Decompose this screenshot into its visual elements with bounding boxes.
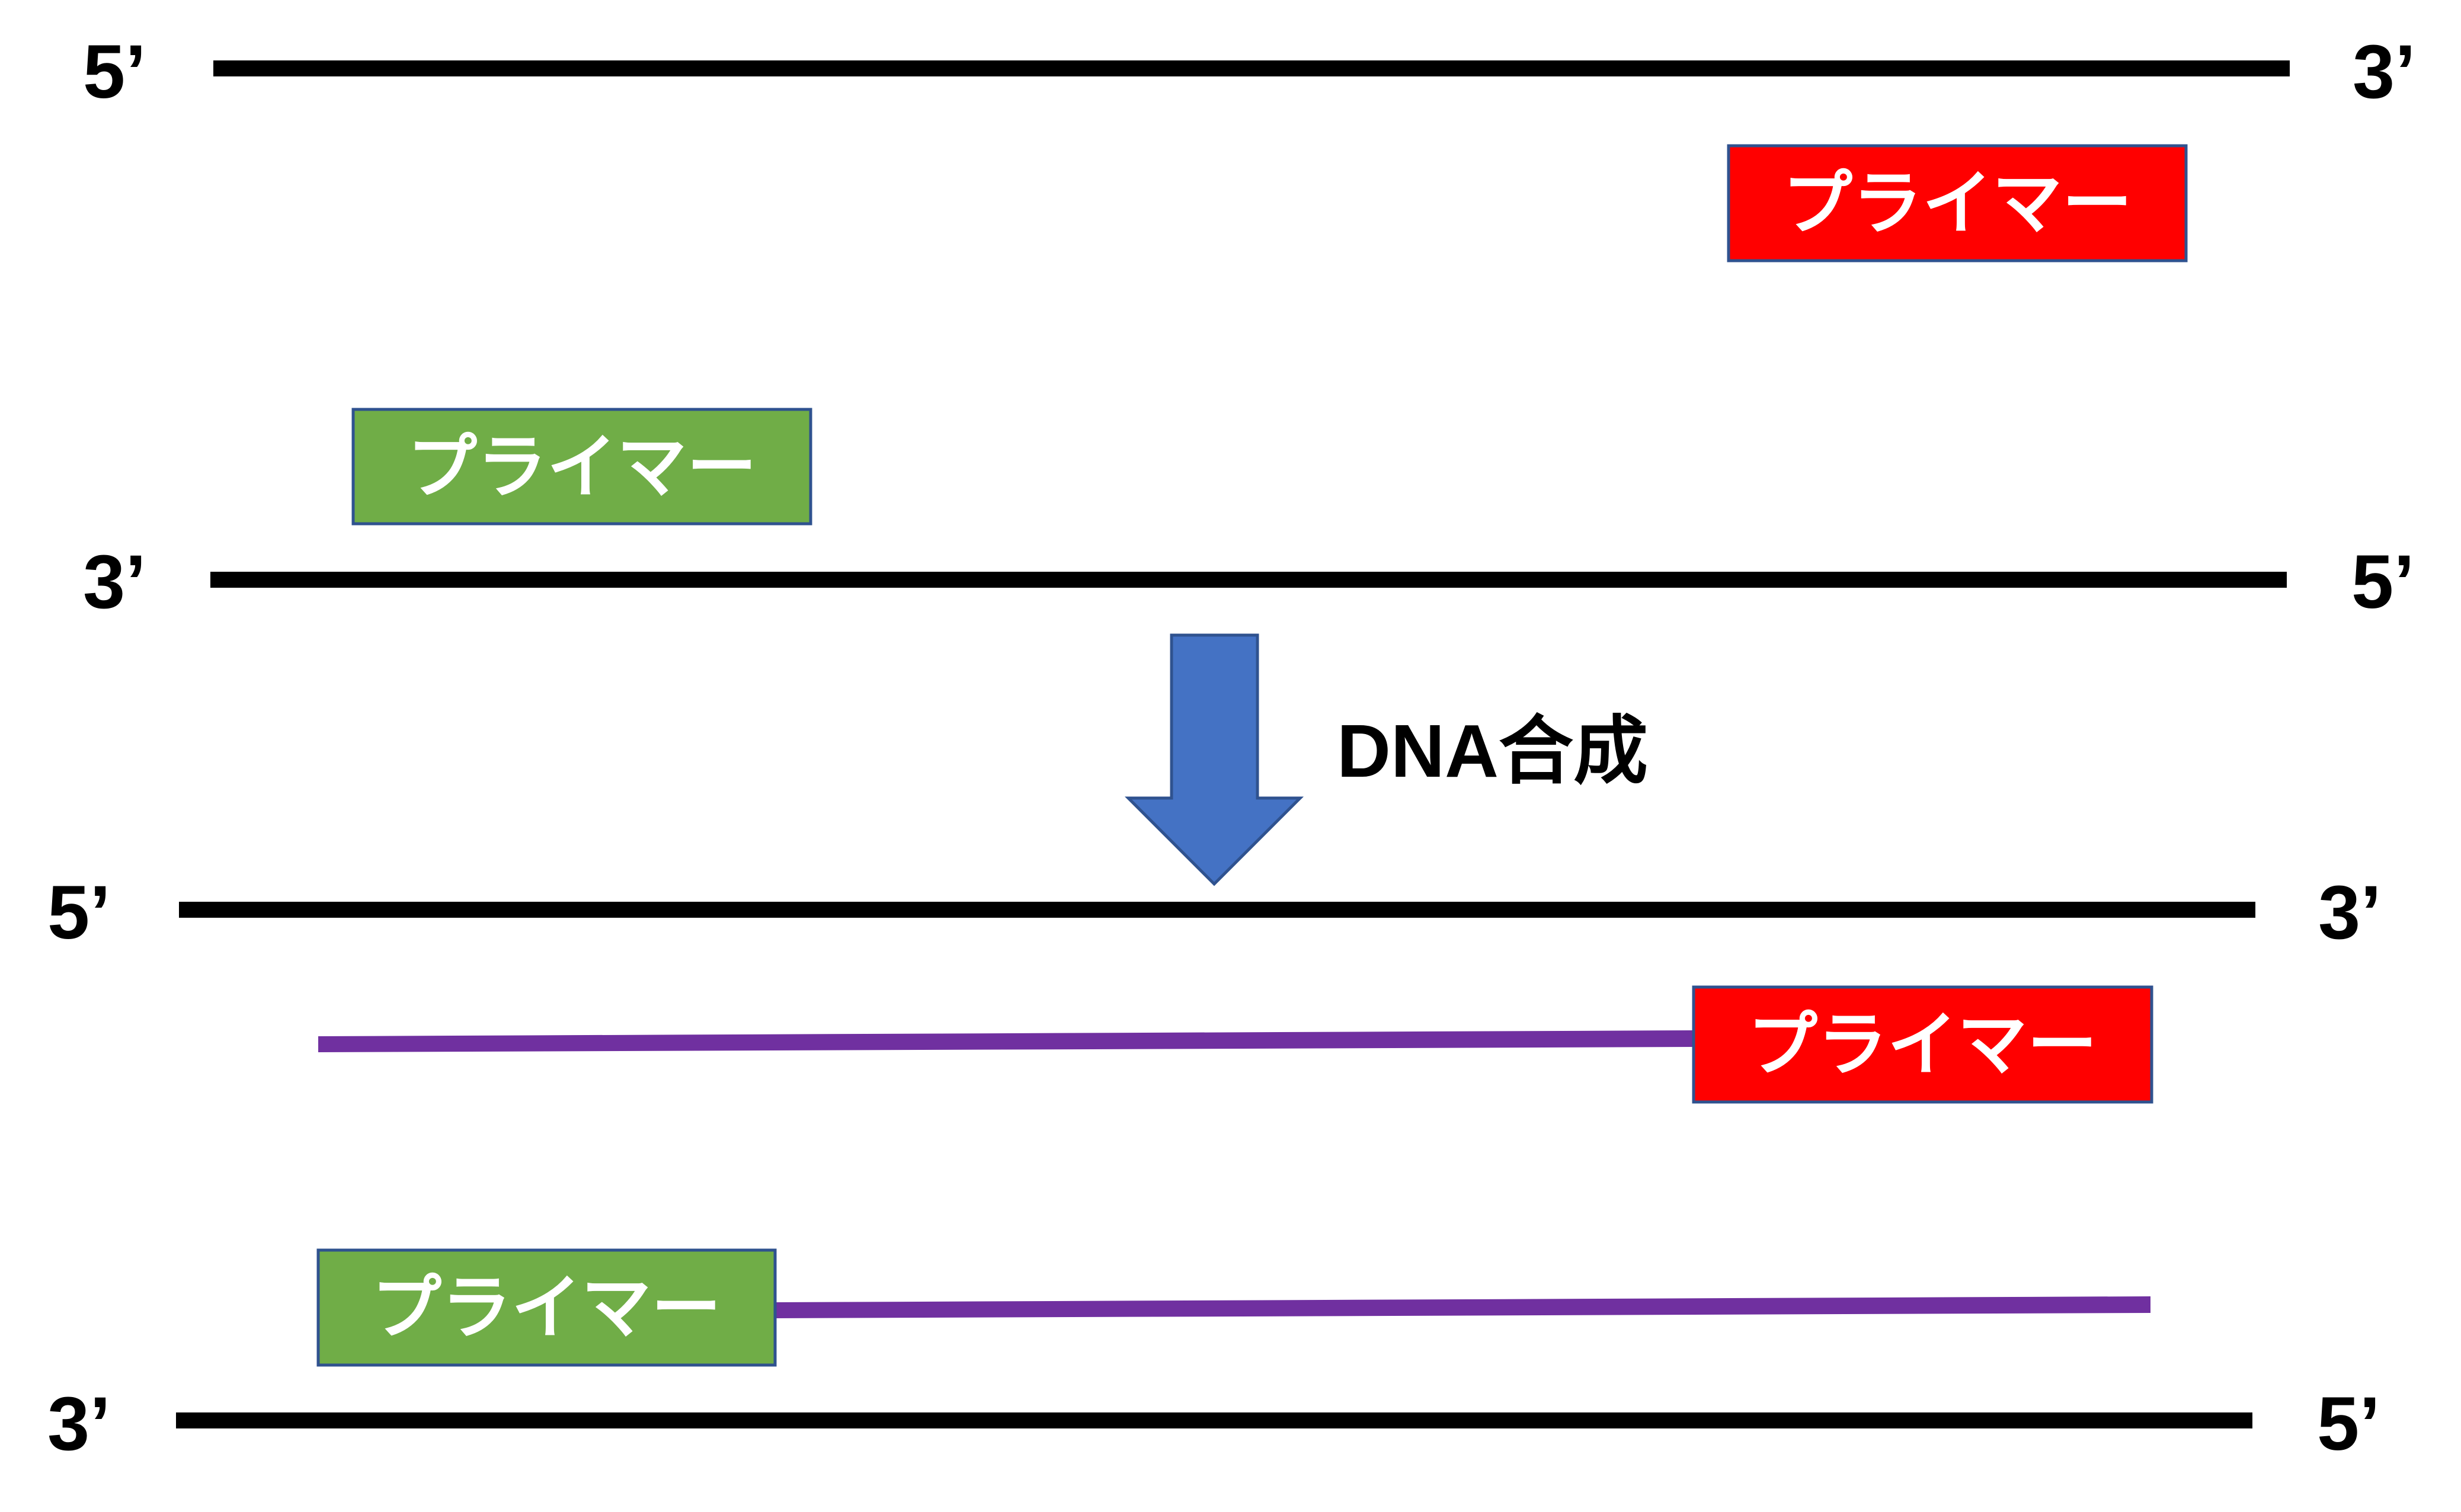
after-red-primer-extension: プライマー [318, 985, 2153, 1104]
after-bottom-strand-line [176, 1412, 2252, 1428]
after-green-primer-label: プライマー [372, 1267, 721, 1348]
synthesized-strand-upper [318, 1030, 1695, 1052]
before-green-primer-box [351, 408, 812, 526]
after-top-strand-right-label: 3’ [2318, 870, 2382, 955]
after-bottom-strand: 3’ 5’ [47, 1382, 2380, 1466]
synthesis-step: DNA合成 [1124, 633, 1648, 886]
before-bottom-strand-left-label: 3’ [83, 540, 146, 624]
before-green-primer-label: プライマー [407, 426, 757, 508]
after-red-primer-box [1692, 985, 2153, 1104]
before-green-primer: プライマー [351, 408, 812, 526]
before-red-primer: プライマー [1727, 144, 2188, 262]
before-red-primer-box [1727, 144, 2188, 262]
after-top-strand-left-label: 5’ [47, 870, 111, 955]
dna-synthesis-label: DNA合成 [1337, 709, 1648, 793]
before-top-strand-left-label: 5’ [83, 30, 146, 114]
before-top-strand-line [213, 60, 2290, 76]
before-bottom-strand-line [210, 572, 2287, 588]
after-red-primer-label: プライマー [1748, 1004, 2097, 1085]
after-green-primer-extension: プライマー [316, 1248, 2150, 1367]
synthesized-strand-lower [775, 1296, 2150, 1318]
after-green-primer-box [316, 1248, 777, 1367]
after-bottom-strand-right-label: 5’ [2317, 1382, 2380, 1466]
down-arrow-icon [1124, 633, 1304, 886]
after-bottom-strand-left-label: 3’ [47, 1382, 111, 1466]
after-top-strand: 5’ 3’ [47, 870, 2382, 955]
before-section: 5’ 3’ プライマー プライマー 3’ 5’ [83, 30, 2416, 624]
before-top-strand: 5’ 3’ [83, 30, 2416, 114]
before-bottom-strand-right-label: 5’ [2351, 540, 2415, 624]
before-bottom-strand: 3’ 5’ [83, 540, 2415, 624]
before-top-strand-right-label: 3’ [2353, 30, 2416, 114]
before-red-primer-label: プライマー [1782, 162, 2132, 244]
after-section: 5’ 3’ プライマー プライマー 3’ 5’ [47, 870, 2382, 1466]
after-top-strand-line [179, 902, 2255, 918]
